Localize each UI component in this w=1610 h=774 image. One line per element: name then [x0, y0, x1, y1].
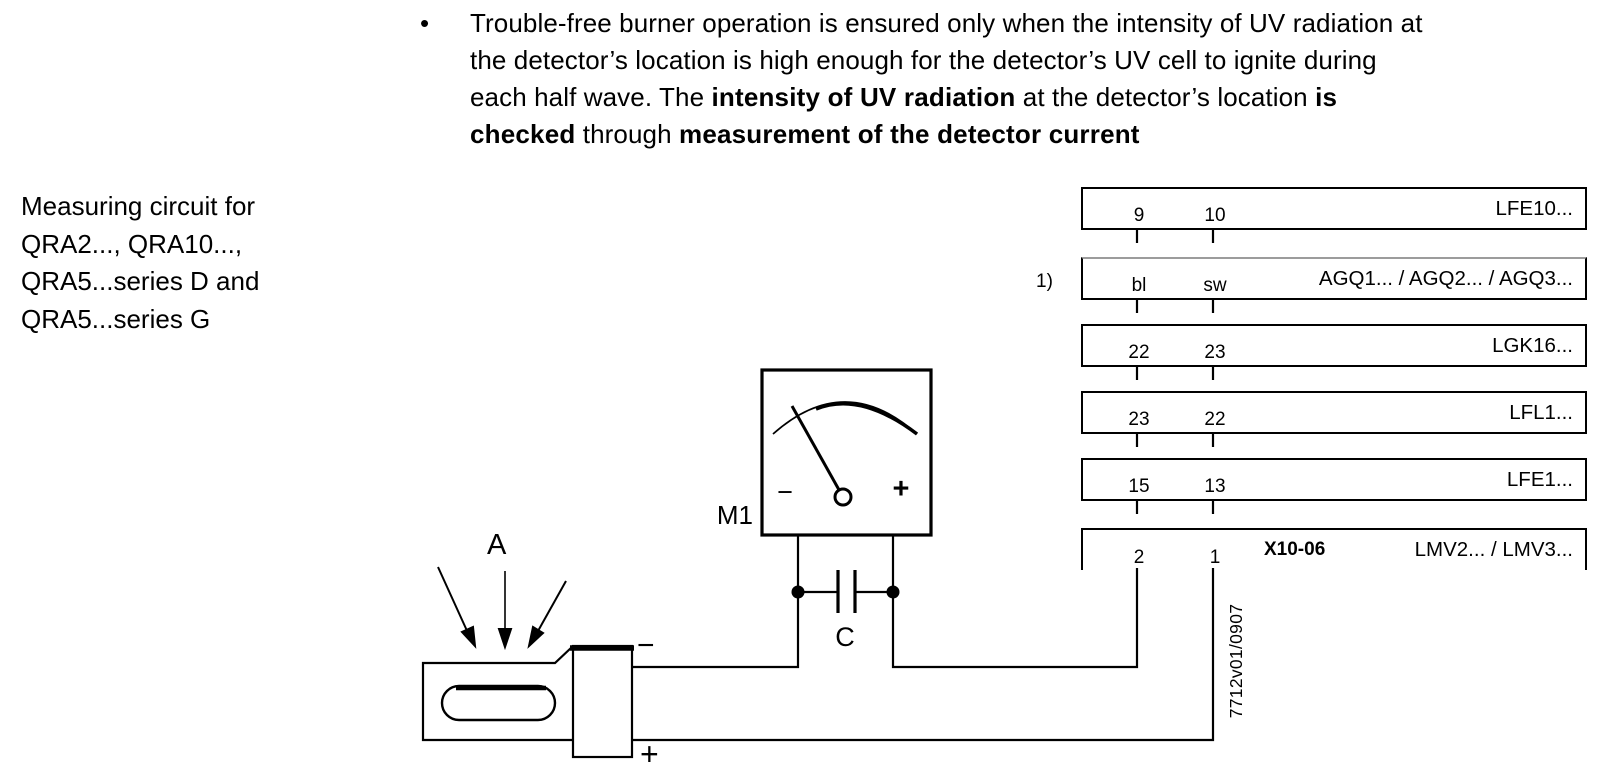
uv-radiation-label: A — [487, 529, 507, 561]
equipment-name: LMV2... / LMV3... — [1414, 538, 1573, 561]
meter-scale-arc-thick — [815, 401, 919, 436]
terminal-label: 10 — [1204, 205, 1226, 226]
terminal-ticks — [1135, 230, 1215, 514]
equipment-name: LFE10... — [1495, 196, 1574, 220]
equipment-box-lfe10: 9 10 LFE10... — [1081, 187, 1587, 230]
equipment-name: AGQ1... / AGQ2... / AGQ3... — [1318, 266, 1573, 290]
terminal-label: sw — [1203, 275, 1227, 296]
capacitor-label: C — [835, 622, 855, 652]
terminal-label: 2 — [1133, 547, 1145, 568]
terminal-label: 15 — [1128, 476, 1150, 497]
wire-detector-minus — [632, 535, 800, 669]
terminal-label: 23 — [1204, 342, 1226, 363]
terminal-label: 1 — [1209, 547, 1221, 568]
equipment-box-lfl1: 23 22 LFL1... — [1081, 391, 1587, 434]
junction-dot — [791, 585, 805, 599]
meter-pivot-icon — [833, 487, 853, 507]
uv-radiation-arrows-icon — [437, 566, 567, 651]
terminal-label: bl — [1131, 275, 1147, 296]
equipment-box-lgk16: 22 23 LGK16... — [1081, 324, 1587, 367]
junction-dot — [886, 585, 900, 599]
equipment-box-lfe1: 15 13 LFE1... — [1081, 458, 1587, 501]
detector-base — [571, 644, 634, 759]
meter-label: M1 — [716, 500, 753, 530]
wire-minus-sign: − — [637, 629, 655, 662]
equipment-name: LFE1... — [1506, 467, 1573, 491]
equipment-name: LGK16... — [1492, 333, 1573, 357]
document-reference: 7712v01/0907 — [1226, 603, 1246, 719]
intro-paragraph: Trouble-free burner operation is ensured… — [470, 8, 1423, 149]
bullet-icon: • — [420, 8, 430, 38]
terminal-label: 9 — [1133, 205, 1145, 226]
meter-plus-sign: + — [892, 473, 910, 505]
meter-body — [760, 368, 933, 537]
wire-plus-return — [630, 568, 1215, 742]
meter-needle-icon — [790, 405, 845, 498]
terminal-label: 22 — [1204, 409, 1226, 430]
capacitor-plates-icon — [836, 570, 857, 613]
wire-plus-sign: + — [640, 736, 659, 772]
intro-bullet-item: • Trouble-free burner operation is ensur… — [420, 5, 1580, 153]
figure-caption: Measuring circuit for QRA2..., QRA10...,… — [21, 191, 260, 334]
terminal-label: 22 — [1128, 342, 1150, 363]
terminal-label: 23 — [1128, 409, 1150, 430]
terminal-label: 13 — [1204, 476, 1226, 497]
equipment-box-lmv: 2 1 X10-06 LMV2... / LMV3... — [1081, 528, 1587, 570]
equipment-box-agq: bl sw AGQ1... / AGQ2... / AGQ3... — [1081, 257, 1587, 300]
equipment-name: LFL1... — [1509, 400, 1573, 424]
connector-label: X10-06 — [1264, 539, 1326, 560]
footnote-marker: 1) — [1036, 271, 1053, 292]
meter-minus-sign: − — [777, 477, 793, 507]
uv-cell-icon — [440, 684, 557, 722]
wire-meter-to-terminal2 — [891, 535, 1139, 669]
